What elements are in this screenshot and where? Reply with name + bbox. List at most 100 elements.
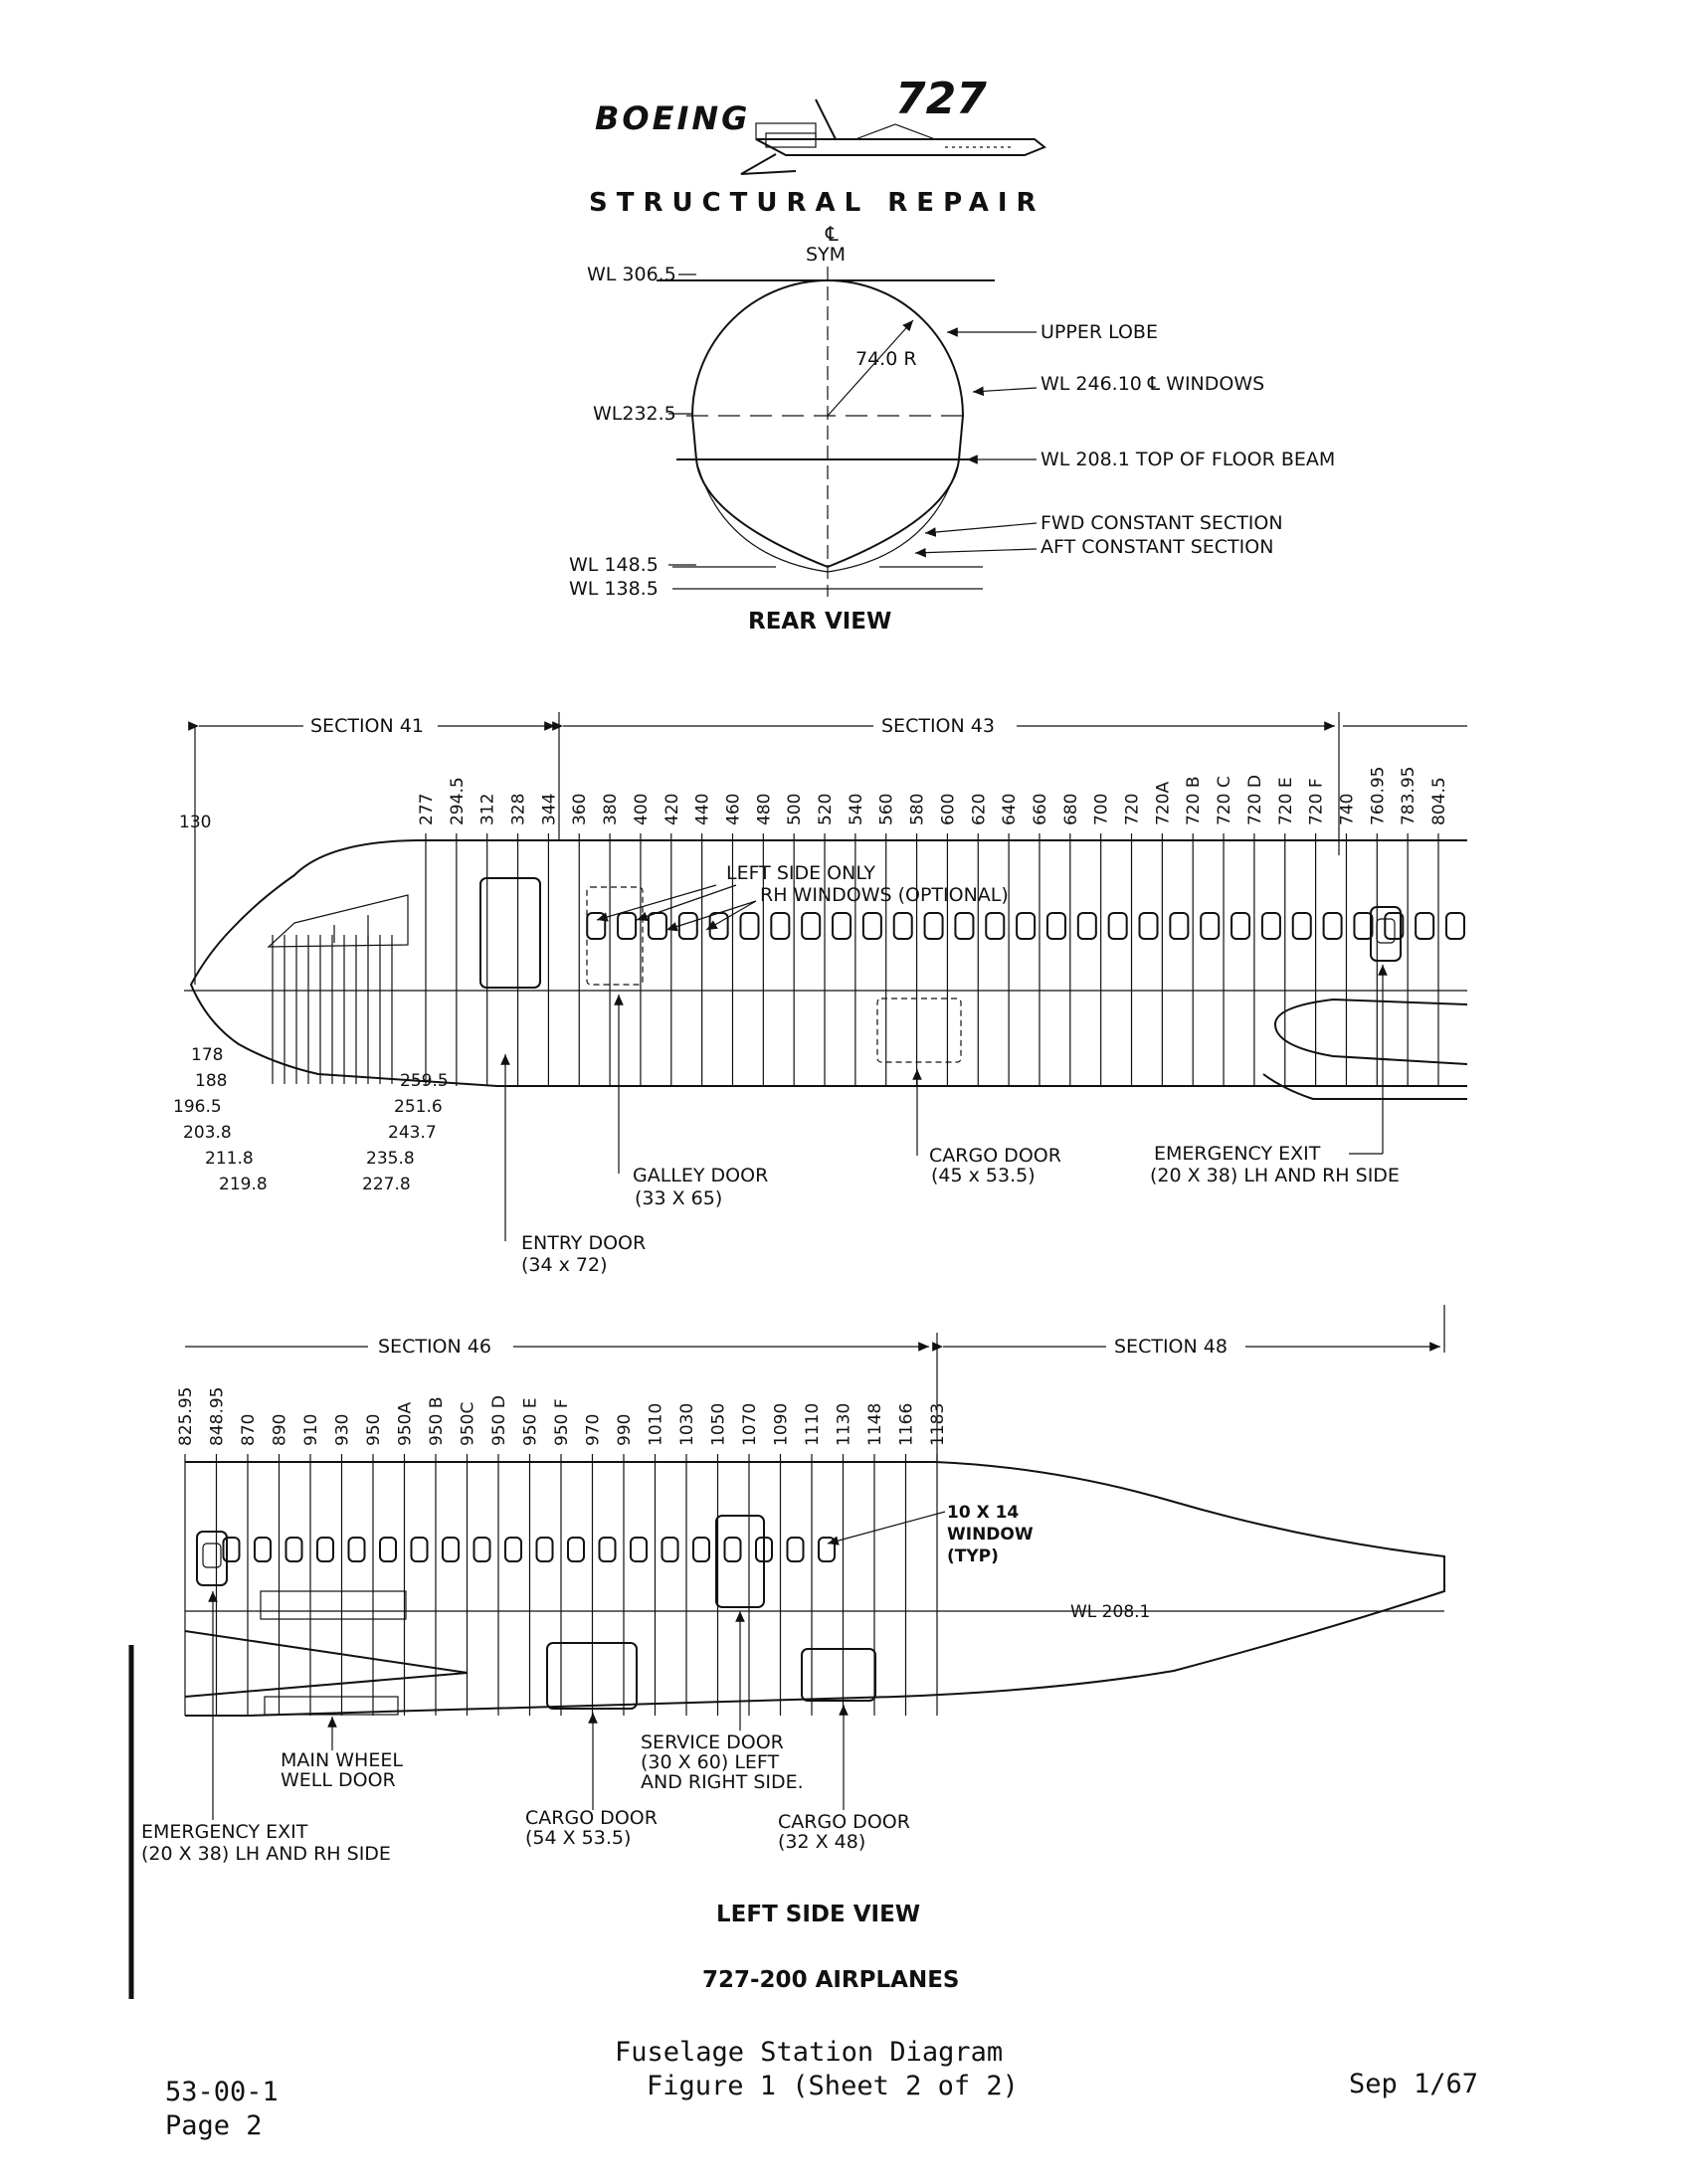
page-title: STRUCTURAL REPAIR <box>589 188 1045 218</box>
galley-door <box>586 886 644 986</box>
service-door <box>715 1515 765 1608</box>
cabin-window <box>661 1537 679 1562</box>
station-label: 680 <box>1061 794 1081 825</box>
main-wheel-label-2: WELL DOOR <box>281 1769 396 1791</box>
logo-model-text: 727 <box>895 74 987 124</box>
station-label: 328 <box>509 794 529 825</box>
aft-station-label: 848.95 <box>208 1387 228 1446</box>
aft-station-label: 950A <box>396 1402 416 1446</box>
cabin-window <box>923 912 944 940</box>
frame-station-label: 178 <box>191 1045 223 1065</box>
centerline-symbol: ℄ <box>825 222 839 246</box>
emergency-exit-size: (20 X 38) LH AND RH SIDE <box>1150 1165 1400 1186</box>
galley-door-size: (33 X 65) <box>635 1187 722 1209</box>
cabin-window <box>786 1537 805 1562</box>
aft-station-label: 1166 <box>897 1403 917 1446</box>
aft-station-label: 1070 <box>740 1403 760 1446</box>
frame-station-label: 235.8 <box>366 1149 415 1169</box>
aft-station-label: 1130 <box>835 1403 854 1446</box>
station-label: 380 <box>601 794 621 825</box>
cargo-door-aft-1 <box>546 1642 638 1710</box>
cabin-window <box>801 912 822 940</box>
doc-number: 53-00-1 <box>165 2077 279 2107</box>
station-label: 400 <box>632 794 652 825</box>
cabin-window <box>1353 912 1374 940</box>
entry-door <box>479 877 541 989</box>
cargo-door-aft-2 <box>801 1648 876 1702</box>
service-door-extra: AND RIGHT SIDE. <box>641 1771 804 1793</box>
rear-view-title: REAR VIEW <box>748 609 891 635</box>
cabin-window <box>818 1537 836 1562</box>
station-label: 540 <box>847 794 866 825</box>
note-rh-windows: RH WINDOWS (OPTIONAL) <box>760 884 1009 906</box>
station-label: 420 <box>662 794 682 825</box>
cargo-door-aft-2-size: (32 X 48) <box>778 1831 865 1853</box>
frame-station-label: 259.5 <box>400 1071 449 1091</box>
cabin-window <box>1200 912 1221 940</box>
emergency-exit-aft-label: EMERGENCY EXIT <box>141 1821 308 1843</box>
aft-station-label: 890 <box>271 1414 290 1446</box>
station-label: 600 <box>938 794 958 825</box>
aft-station-label: 870 <box>239 1414 259 1446</box>
callout-floor-beam: WL 208.1 TOP OF FLOOR BEAM <box>1041 449 1335 470</box>
aft-station-label: 990 <box>615 1414 635 1446</box>
station-label: 620 <box>969 794 989 825</box>
window-note-word: WINDOW <box>947 1525 1034 1545</box>
frame-station-label: 243.7 <box>388 1123 437 1143</box>
frame-station-label: 251.6 <box>394 1097 443 1117</box>
wl-label: WL 306.5 <box>587 264 676 285</box>
cabin-window <box>586 912 607 940</box>
cabin-window <box>1291 912 1312 940</box>
cabin-window <box>347 1537 366 1562</box>
page-number: Page 2 <box>165 2110 263 2141</box>
cargo-door-label: CARGO DOOR <box>929 1145 1061 1167</box>
cabin-window <box>567 1537 585 1562</box>
boeing-727-logo: BOEING 727 <box>595 74 1046 175</box>
station-label: 480 <box>754 794 774 825</box>
cabin-window <box>892 912 913 940</box>
figure-title: Fuselage Station Diagram <box>615 2037 1003 2068</box>
figure-ref: Figure 1 (Sheet 2 of 2) <box>647 2071 1019 2101</box>
logo-brand-text: BOEING <box>595 99 750 137</box>
emergency-exit-aft-size: (20 X 38) LH AND RH SIDE <box>141 1843 391 1865</box>
cabin-window <box>630 1537 648 1562</box>
entry-door-size: (34 x 72) <box>521 1254 608 1276</box>
frame-station-label: 188 <box>195 1071 227 1091</box>
aft-station-label: 1110 <box>803 1403 823 1446</box>
cabin-window <box>316 1537 334 1562</box>
station-label: 720 F <box>1307 778 1327 825</box>
revision-date: Sep 1/67 <box>1349 2069 1478 2099</box>
station-label: 294.5 <box>448 777 468 825</box>
station-label: 460 <box>723 794 743 825</box>
cabin-window <box>1045 912 1066 940</box>
cabin-window <box>1260 912 1281 940</box>
wl-label: WL 148.5 <box>569 554 659 576</box>
station-label: 440 <box>693 794 713 825</box>
cabin-window <box>1230 912 1251 940</box>
station-label: 560 <box>877 794 897 825</box>
cabin-window-row <box>586 912 1465 940</box>
cabin-window <box>770 912 791 940</box>
aft-fuselage-outline <box>185 1461 1445 1717</box>
aft-station-label: 950 F <box>552 1398 572 1446</box>
station-label: 720 <box>1123 794 1143 825</box>
cabin-window <box>647 912 667 940</box>
galley-door-label: GALLEY DOOR <box>633 1165 768 1186</box>
main-wheel-label: MAIN WHEEL <box>281 1749 403 1771</box>
cabin-window <box>1415 912 1435 940</box>
aft-station-label: 950 D <box>489 1395 509 1446</box>
cabin-window <box>861 912 882 940</box>
station-label: 640 <box>1000 794 1020 825</box>
aft-station-label: 1183 <box>928 1403 948 1446</box>
cabin-window <box>222 1537 241 1562</box>
cabin-window <box>1169 912 1190 940</box>
section-48-label: SECTION 48 <box>1114 1336 1228 1358</box>
station-label: 520 <box>816 794 836 825</box>
station-label: 720A <box>1153 782 1173 825</box>
callout-upper-lobe: UPPER LOBE <box>1041 321 1158 343</box>
cabin-window <box>692 1537 710 1562</box>
cabin-window <box>442 1537 460 1562</box>
frame-station-label: 227.8 <box>362 1175 411 1194</box>
aft-station-label: 950 B <box>427 1396 447 1446</box>
